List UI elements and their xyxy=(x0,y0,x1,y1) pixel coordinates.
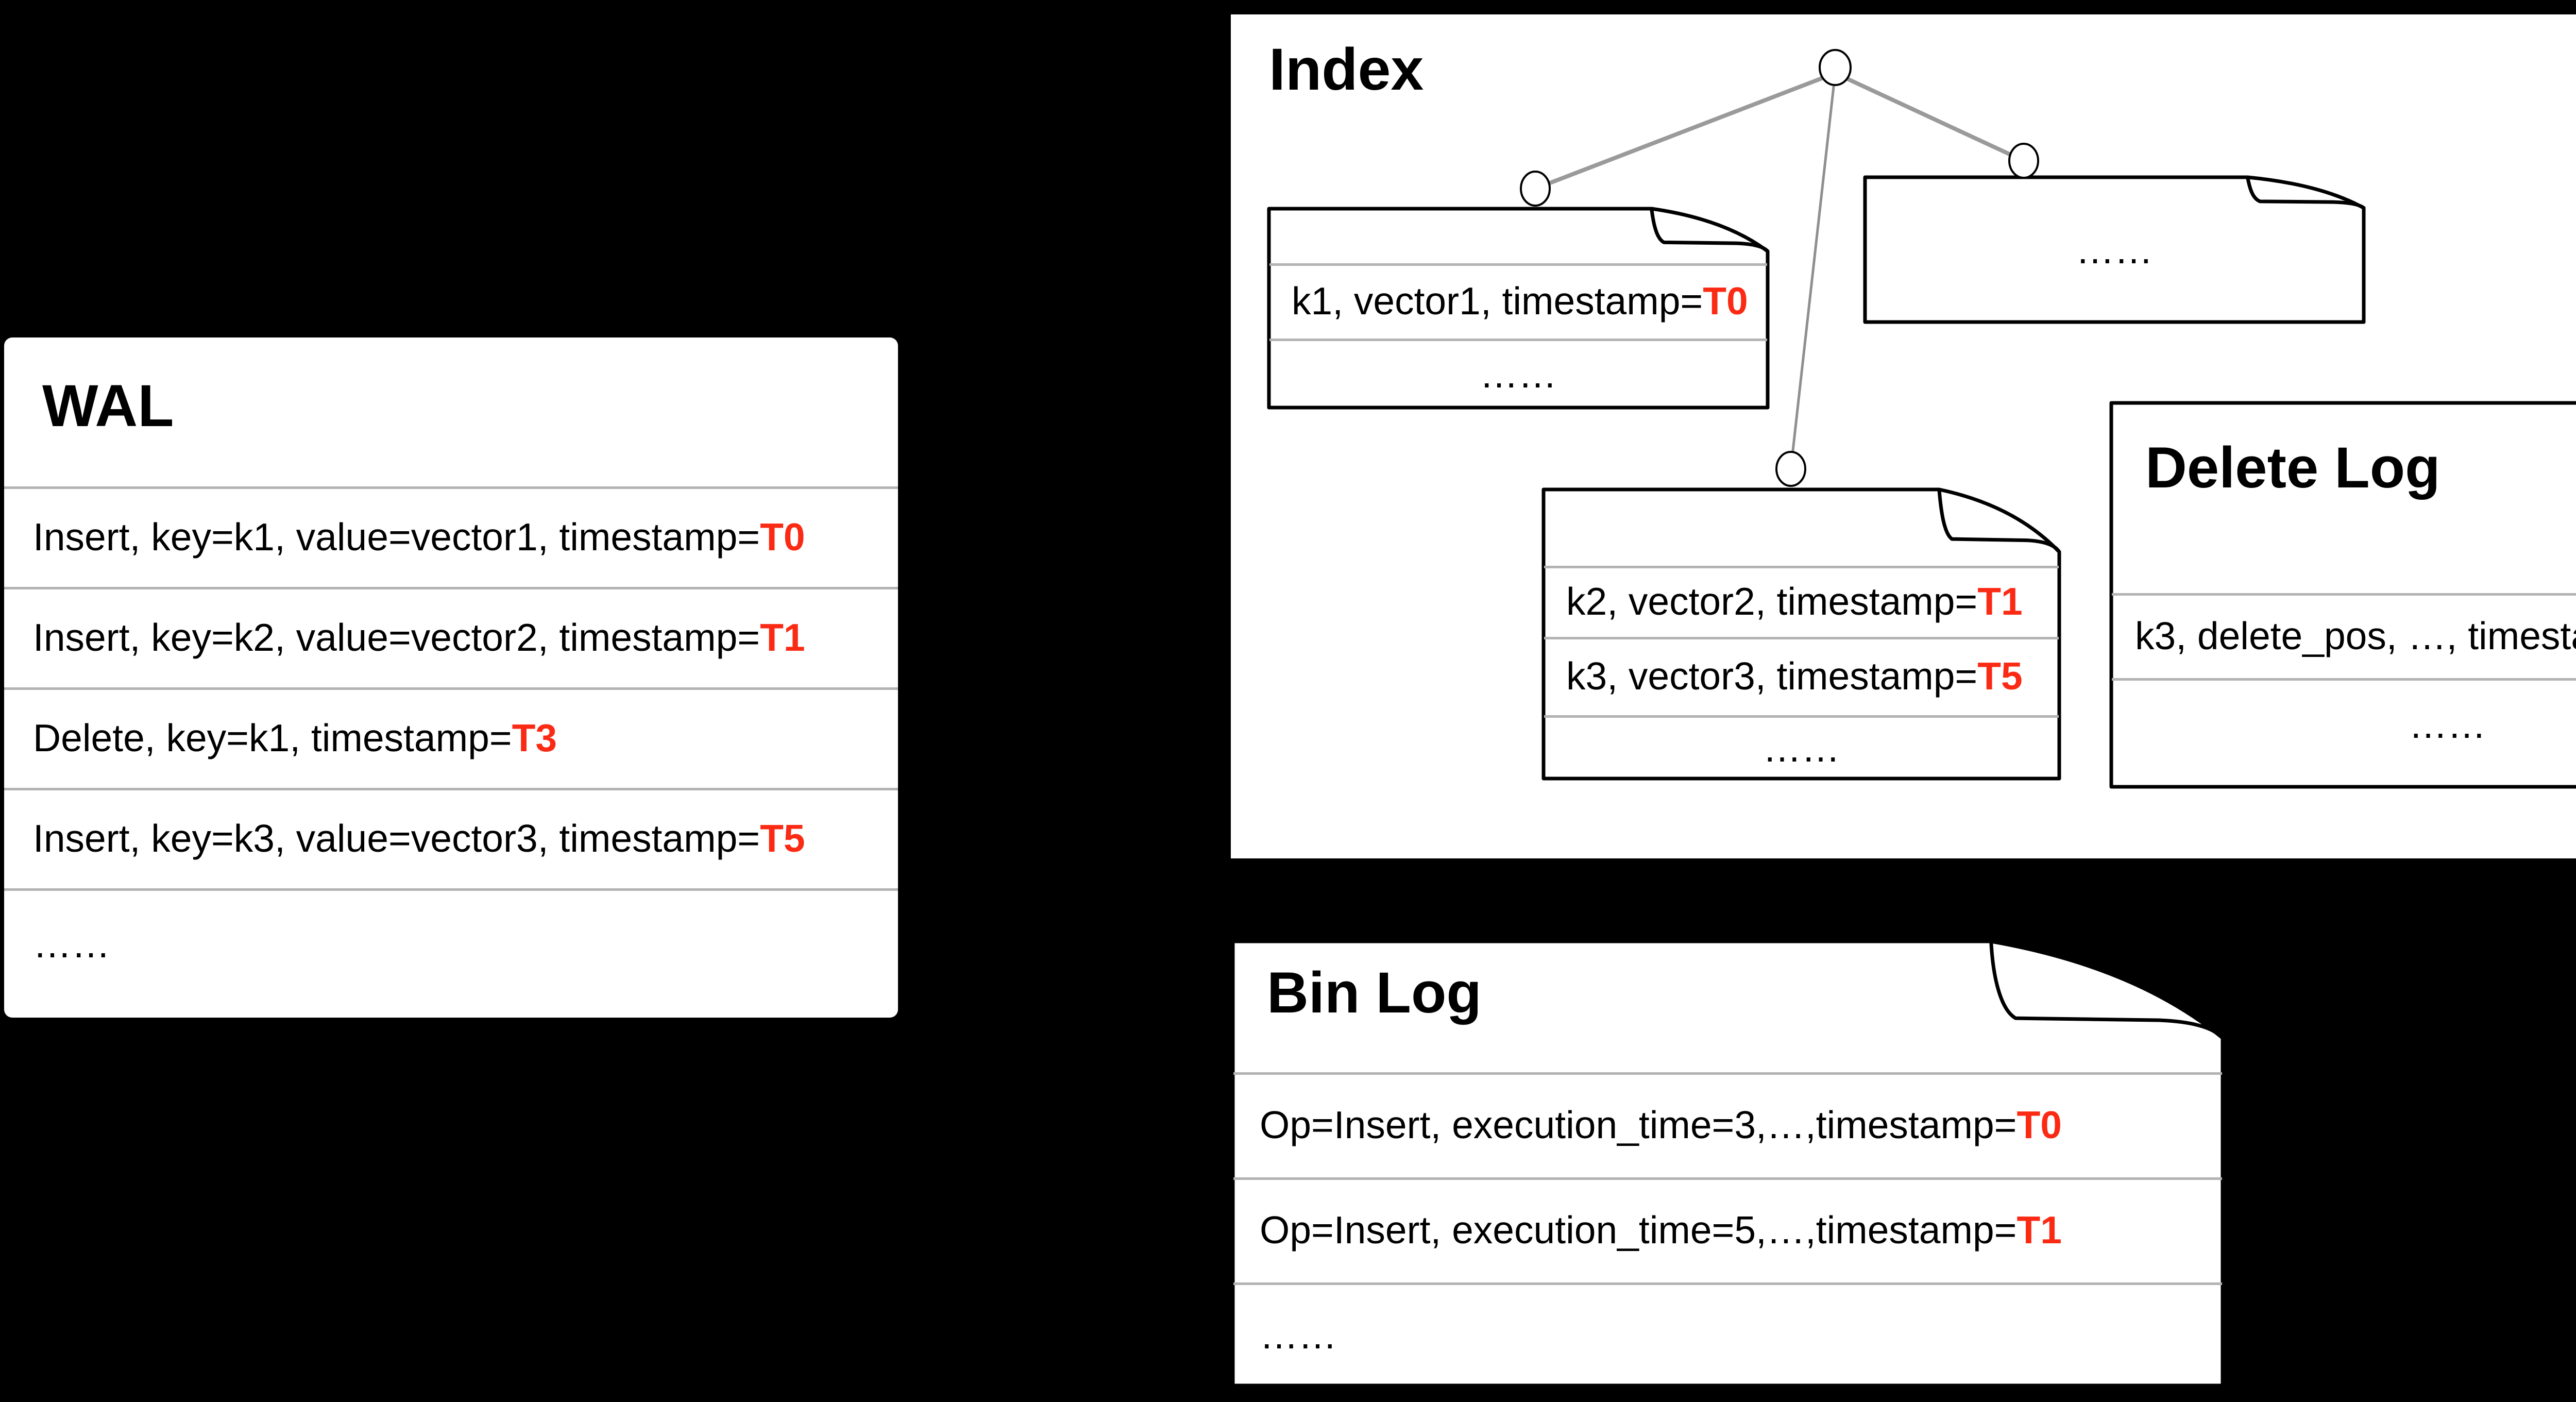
segment-row: k3, vector3, timestamp=T5 xyxy=(1541,637,2061,715)
wal-row: Delete, key=k1, timestamp=T3 xyxy=(4,687,898,788)
timestamp-highlight: T0 xyxy=(760,515,805,559)
delete-log-row-text: k3, delete_pos, …, timestamp= xyxy=(2135,614,2576,657)
bin-log-title: Bin Log xyxy=(1267,960,1482,1025)
wal-row-text: Insert, key=k3, value=vector3, timestamp… xyxy=(33,816,760,860)
wal-row: Insert, key=k1, value=vector1, timestamp… xyxy=(4,486,898,587)
bin-log-row-text: Op=Insert, execution_time=5,…,timestamp= xyxy=(1260,1208,2017,1252)
timestamp-highlight: T1 xyxy=(2016,1208,2062,1252)
ellipsis-text: …… xyxy=(2076,228,2153,272)
wal-title: WAL xyxy=(42,373,174,439)
index-segment-middle: k2, vector2, timestamp=T1 k3, vector3, t… xyxy=(1541,487,2061,781)
note-shape xyxy=(1541,487,2061,781)
bin-log-row-text: Op=Insert, execution_time=3,…,timestamp= xyxy=(1260,1103,2017,1146)
segment-row: k2, vector2, timestamp=T1 xyxy=(1541,566,2061,637)
timestamp-highlight: T1 xyxy=(760,615,805,659)
index-segment-left: k1, vector1, timestamp=T0 …… xyxy=(1267,207,1770,410)
wal-row: Insert, key=k2, value=vector2, timestamp… xyxy=(4,587,898,687)
divider xyxy=(4,587,898,589)
divider xyxy=(4,888,898,891)
delete-log-title: Delete Log xyxy=(2145,435,2441,500)
divider xyxy=(1544,715,2059,718)
bin-log-row: Op=Insert, execution_time=5,…,timestamp=… xyxy=(1231,1177,2225,1282)
note-shape xyxy=(1231,939,2225,1388)
segment-row-text: k3, vector3, timestamp= xyxy=(1566,654,1978,698)
ellipsis-text: …… xyxy=(1762,726,1840,770)
bin-log-note: Bin Log Op=Insert, execution_time=3,…,ti… xyxy=(1231,939,2225,1388)
timestamp-highlight: T1 xyxy=(1977,580,2023,623)
segment-row: …… xyxy=(1541,715,2061,781)
wal-row-text: Insert, key=k1, value=vector1, timestamp… xyxy=(33,515,760,559)
divider xyxy=(1544,566,2059,568)
wal-row: Insert, key=k3, value=vector3, timestamp… xyxy=(4,788,898,888)
index-title: Index xyxy=(1269,37,1424,103)
delete-log-note: Delete Log k3, delete_pos, …, timestamp=… xyxy=(2109,401,2576,789)
wal-panel: WAL Insert, key=k1, value=vector1, times… xyxy=(4,337,898,1018)
divider xyxy=(4,486,898,489)
ellipsis-text: …… xyxy=(1480,352,1557,396)
divider xyxy=(1233,1072,2222,1075)
divider xyxy=(1269,339,1767,341)
note-shape xyxy=(1863,175,2366,324)
ellipsis-text: …… xyxy=(2409,703,2486,746)
bin-log-row: …… xyxy=(1231,1282,2225,1388)
wal-row-text: Insert, key=k2, value=vector2, timestamp… xyxy=(33,615,760,659)
delete-log-row: k3, delete_pos, …, timestamp=T3 xyxy=(2109,593,2576,678)
divider xyxy=(2112,593,2576,596)
delete-log-row: …… xyxy=(2109,678,2576,771)
wal-row-text: Delete, key=k1, timestamp= xyxy=(33,716,512,759)
timestamp-highlight: T0 xyxy=(1703,279,1748,323)
divider xyxy=(4,687,898,690)
timestamp-highlight: T5 xyxy=(1977,654,2023,698)
timestamp-highlight: T3 xyxy=(512,716,557,759)
segment-row-text: k2, vector2, timestamp= xyxy=(1566,580,1978,623)
segment-row-text: k1, vector1, timestamp= xyxy=(1292,279,1703,323)
divider xyxy=(1233,1177,2222,1180)
divider xyxy=(1269,263,1767,266)
divider xyxy=(2112,678,2576,681)
bin-log-row: Op=Insert, execution_time=3,…,timestamp=… xyxy=(1231,1072,2225,1177)
note-shape xyxy=(1267,207,1770,410)
divider xyxy=(1544,637,2059,639)
divider xyxy=(1233,1282,2222,1285)
ellipsis-text: …… xyxy=(1260,1313,1337,1357)
wal-row: …… xyxy=(4,888,898,999)
segment-row: k1, vector1, timestamp=T0 xyxy=(1267,263,1770,339)
segment-row: …… xyxy=(1267,339,1770,410)
timestamp-highlight: T0 xyxy=(2016,1103,2062,1146)
timestamp-highlight: T5 xyxy=(760,816,805,860)
wal-row-text: …… xyxy=(33,922,110,966)
segment-row: …… xyxy=(1863,175,2366,324)
index-segment-right: …… xyxy=(1863,175,2366,324)
divider xyxy=(4,788,898,790)
